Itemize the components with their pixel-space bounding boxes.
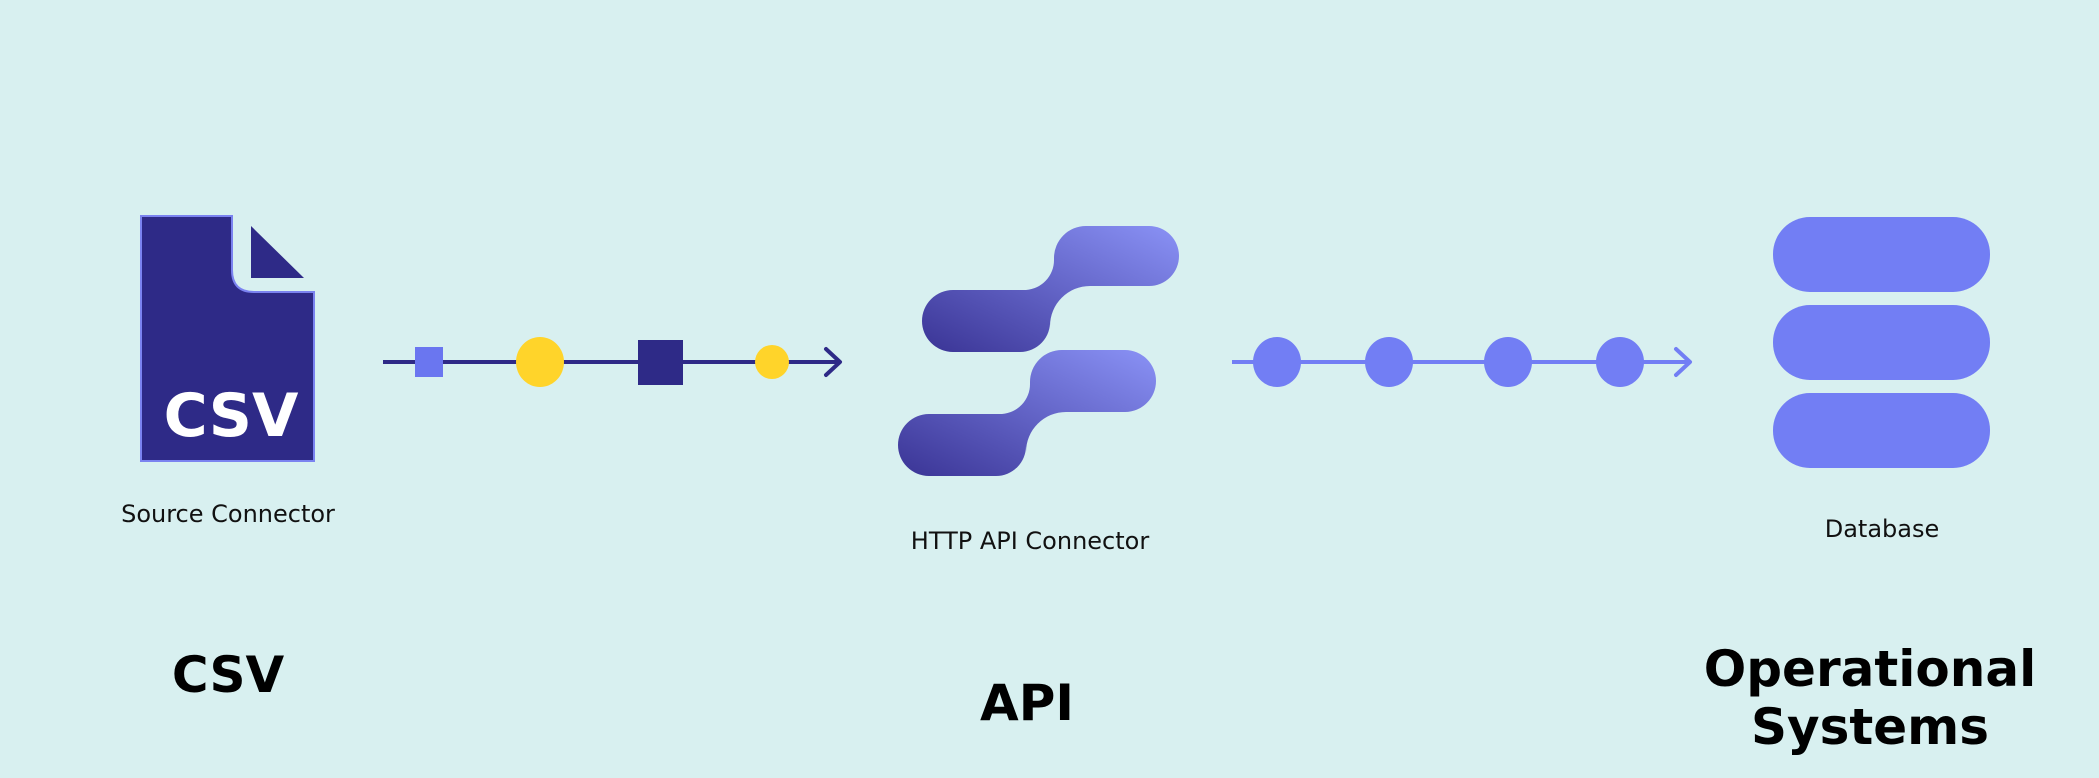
flow-connector-to-destination bbox=[1232, 337, 1692, 387]
database-stack-icon bbox=[1773, 217, 1990, 468]
database-disk bbox=[1773, 305, 1990, 380]
arrowhead-icon bbox=[824, 347, 842, 377]
connector-heading: API bbox=[980, 674, 1074, 732]
packet-small-square bbox=[415, 347, 443, 377]
packet-circle bbox=[1365, 337, 1413, 387]
csv-icon-label: CSV bbox=[164, 381, 299, 451]
packet-large-circle bbox=[516, 337, 564, 387]
database-disk bbox=[1773, 393, 1990, 468]
source-heading: CSV bbox=[171, 646, 285, 704]
packet-large-square bbox=[638, 340, 683, 385]
arrowhead-icon bbox=[1674, 347, 1692, 377]
destination-heading-line2: Systems bbox=[1750, 698, 1990, 756]
destination-caption: Database bbox=[1824, 515, 1940, 543]
packet-small-circle bbox=[755, 345, 789, 379]
packet-circle bbox=[1596, 337, 1644, 387]
source-caption: Source Connector bbox=[121, 500, 335, 528]
destination-heading: Operational Systems bbox=[1690, 640, 2050, 756]
destination-heading-line1: Operational bbox=[1703, 640, 2037, 698]
connector-caption: HTTP API Connector bbox=[910, 527, 1150, 555]
flow-source-to-connector bbox=[383, 337, 842, 387]
packet-circle bbox=[1253, 337, 1301, 387]
database-disk bbox=[1773, 217, 1990, 292]
csv-file-icon: CSV bbox=[140, 215, 315, 462]
packet-circle bbox=[1484, 337, 1532, 387]
connector-logo-icon bbox=[898, 226, 1179, 476]
